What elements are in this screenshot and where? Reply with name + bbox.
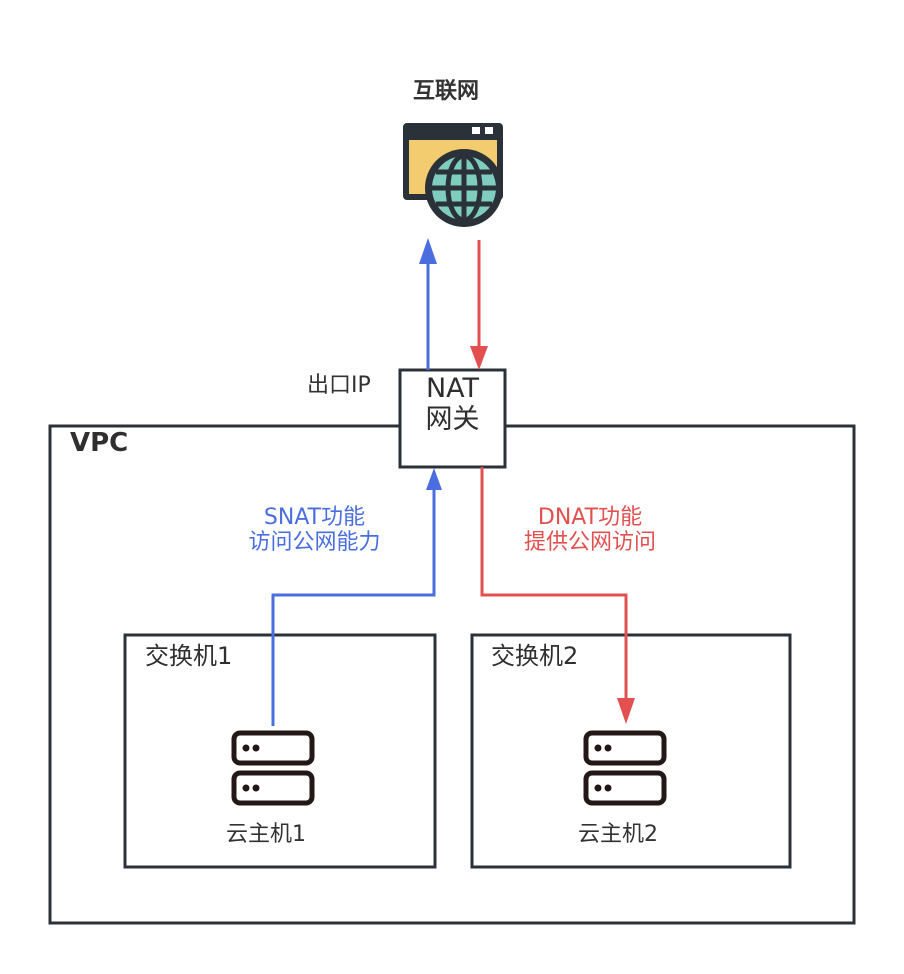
switch-2-label: 交换机2 (491, 642, 579, 670)
snat-title: SNAT功能 (263, 505, 366, 530)
dnat-title: DNAT功能 (537, 505, 643, 530)
browser-globe-icon (403, 123, 503, 227)
snat-description: SNAT功能 访问公网能力 (232, 505, 397, 556)
dnat-arrowhead-host (617, 698, 635, 724)
snat-path-lower (271, 490, 436, 726)
switch-1-container (123, 633, 437, 869)
server-icon (231, 730, 315, 806)
snat-subtitle: 访问公网能力 (248, 530, 381, 556)
dnat-description: DNAT功能 提供公网访问 (510, 505, 670, 556)
dnat-subtitle: 提供公网访问 (523, 530, 656, 556)
host-2-label: 云主机2 (578, 822, 658, 847)
internet-label: 互联网 (413, 79, 480, 104)
switch-2-container (470, 633, 792, 869)
nat-gateway-line1: NAT (425, 373, 480, 404)
snat-arrowhead-nat (426, 468, 442, 490)
dnat-arrowhead-nat (470, 346, 488, 370)
snat-flow (271, 238, 442, 726)
vpc-container (48, 424, 856, 925)
dnat-flow (470, 240, 635, 724)
switch-1-label: 交换机1 (145, 642, 233, 670)
snat-arrowhead-internet (419, 238, 437, 264)
egress-ip-label: 出口IP (307, 373, 371, 398)
host-1-label: 云主机1 (226, 822, 306, 847)
nat-gateway-line2: 网关 (425, 404, 480, 436)
nat-gateway-label: NAT 网关 (400, 373, 505, 435)
nat-gateway-box[interactable] (398, 368, 507, 469)
server-icon (583, 730, 667, 806)
dnat-path-lower (480, 467, 628, 700)
vpc-label: VPC (70, 428, 129, 458)
